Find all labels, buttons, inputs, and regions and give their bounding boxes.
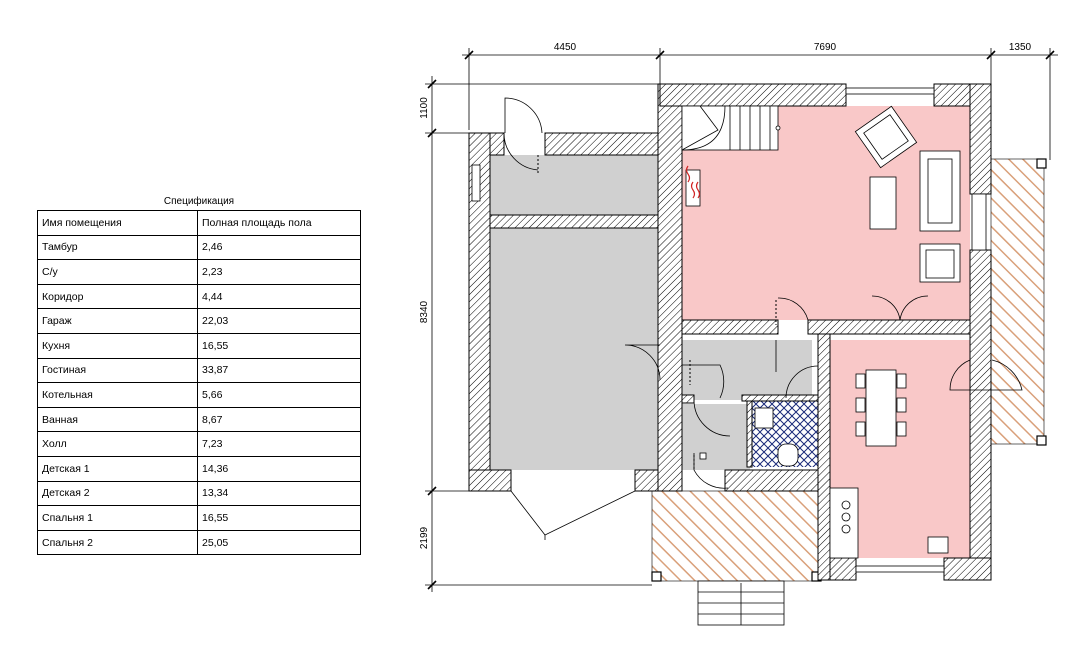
coffee-table [869,176,897,230]
room-name-cell: Холл [37,431,198,457]
column-header-area: Полная площадь пола [197,210,361,236]
room-area-cell: 22,03 [197,308,361,334]
room-area-cell: 33,87 [197,357,361,384]
room-fill-tambur [490,155,658,215]
room-fill-garage [490,228,658,470]
terrace-posts [651,158,1047,582]
specification-table: Имя помещения Полная площадь пола Тамбур… [37,210,361,556]
doors [503,97,1023,540]
kitchen-counter [829,487,859,559]
furniture [685,105,961,559]
specification-block: Спецификация Имя помещения Полная площад… [37,194,361,556]
table-header-row: Имя помещения Полная площадь пола [37,210,361,236]
dimension-top-3: 1350 [1009,42,1032,53]
walls [468,83,992,581]
room-name-cell: Коридор [37,283,198,310]
dimension-top-2: 7690 [814,42,837,53]
room-fill-corridor [682,340,812,400]
fireplace [685,169,701,207]
room-area-cell: 7,23 [197,431,361,457]
front-steps [697,580,785,626]
room-name-cell: Ванная [37,406,198,433]
room-name-cell: Тамбур [37,234,198,261]
room-area-cell: 5,66 [197,382,361,408]
dimension-top-1: 4450 [554,42,577,53]
dimension-left-3: 2199 [419,526,430,549]
toilet [777,443,799,467]
room-area-cell: 4,44 [197,283,361,310]
windows [471,87,987,573]
terrace-right [990,158,1045,445]
heater-icon [685,165,701,199]
room-name-cell: Спальня 1 [37,505,198,531]
room-name-cell: Спальня 2 [37,529,198,556]
washbasin [754,407,774,429]
room-area-cell: 14,36 [197,455,361,482]
dining-table [865,369,897,447]
dimension-left-1: 1100 [419,97,430,119]
door-threshold-marks [537,155,777,470]
staircase [681,105,781,151]
room-fill-boiler [682,404,750,470]
column-header-room-name: Имя помещения [37,210,198,236]
room-area-cell: 25,05 [197,529,361,556]
room-name-cell: Кухня [37,332,198,359]
specification-title: Спецификация [163,196,235,207]
room-area-cell: 16,55 [197,332,361,359]
terrace-front [651,490,821,582]
dimension-lines [425,48,1058,592]
dimension-left-2: 8340 [419,300,430,323]
